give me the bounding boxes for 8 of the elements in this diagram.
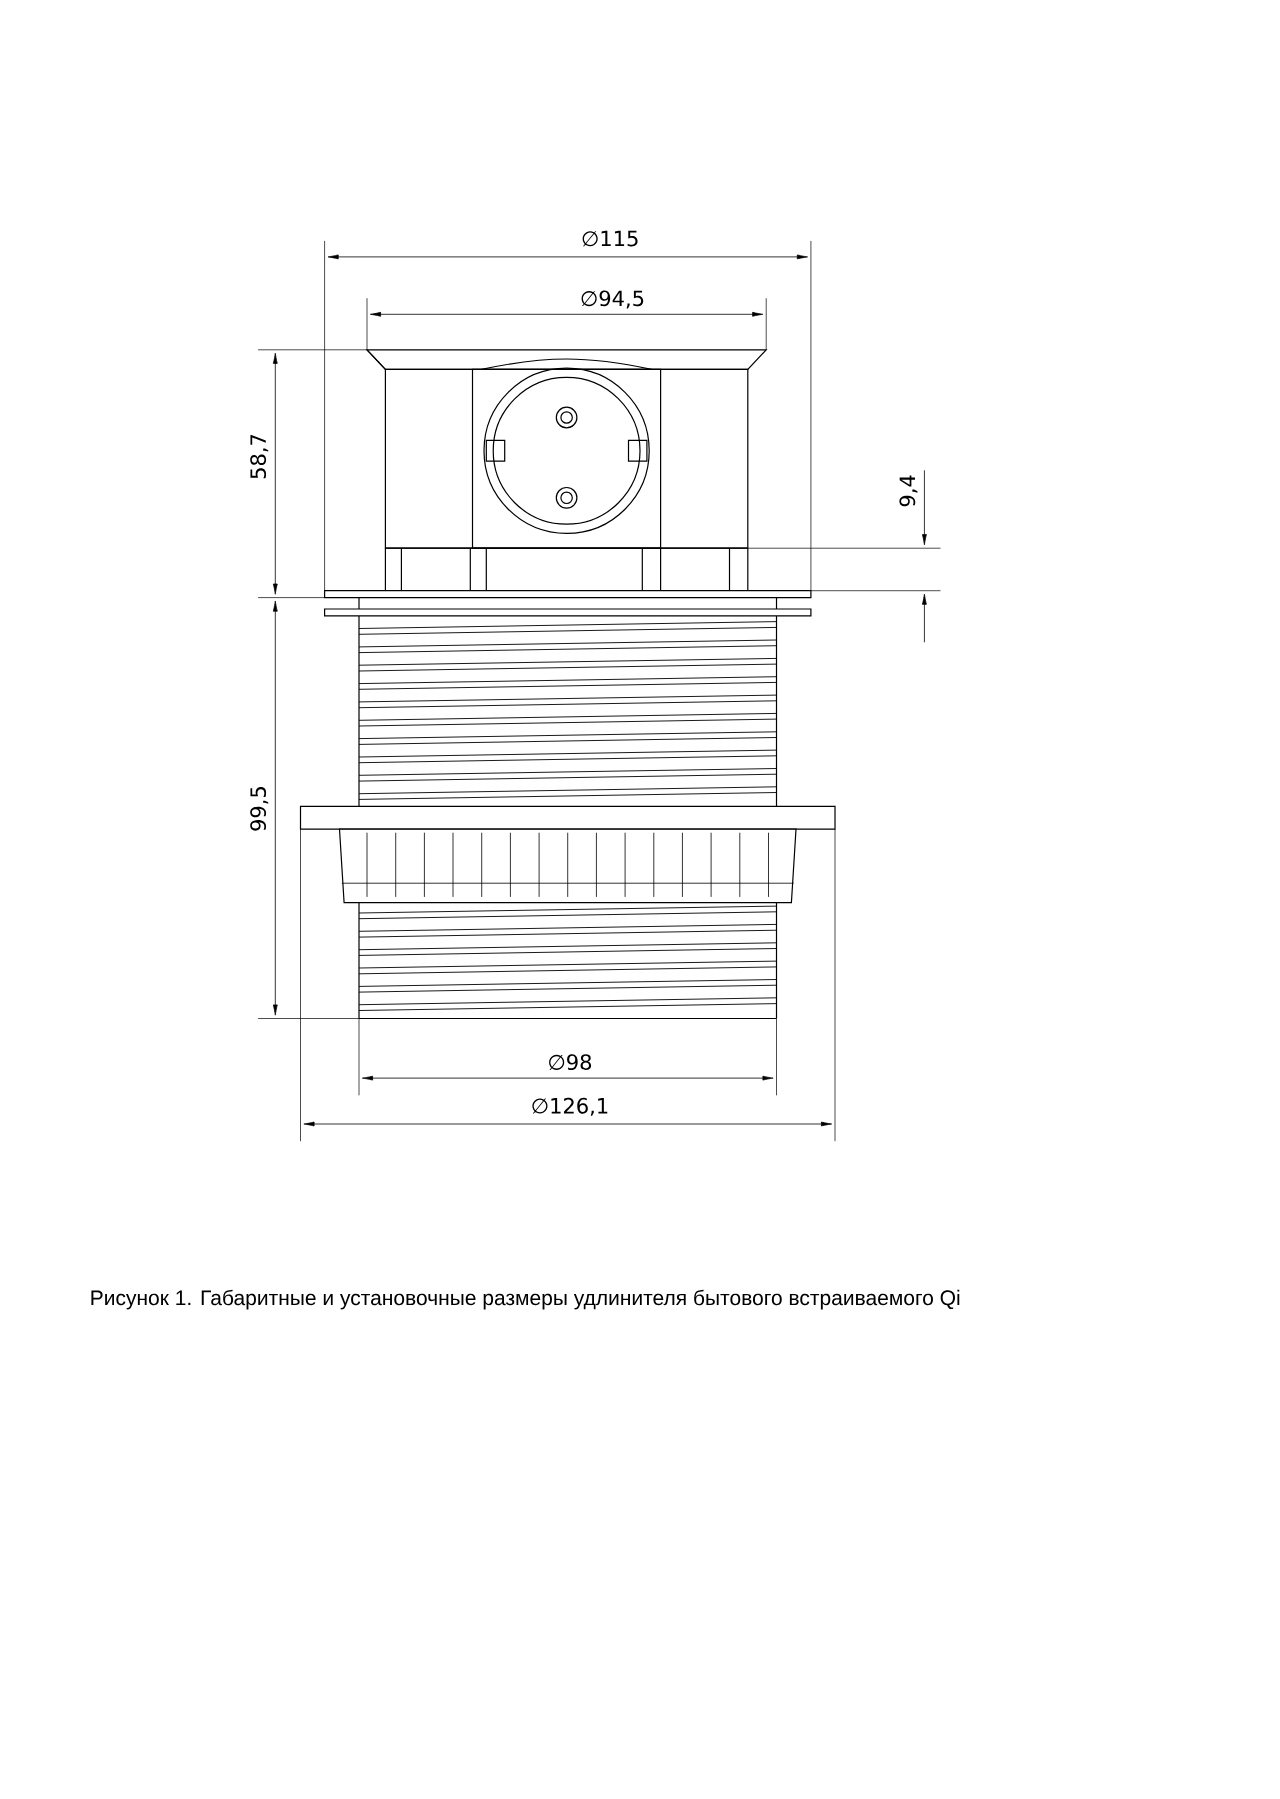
- dimension-label: ∅115: [582, 230, 638, 247]
- dimension-label: 58,7: [250, 434, 269, 479]
- dimension-label: 9,4: [899, 475, 918, 507]
- dimension-label: ∅98: [549, 1054, 592, 1071]
- dimension-label: 99,5: [250, 787, 269, 831]
- caption: Рисунок 1. Габаритные и установочные размеры удлинителя бытового встраиваемого Qi: [91, 1289, 960, 1310]
- dimension-label: ∅126,1: [532, 1097, 608, 1116]
- dimension-label: ∅94,5: [581, 290, 644, 309]
